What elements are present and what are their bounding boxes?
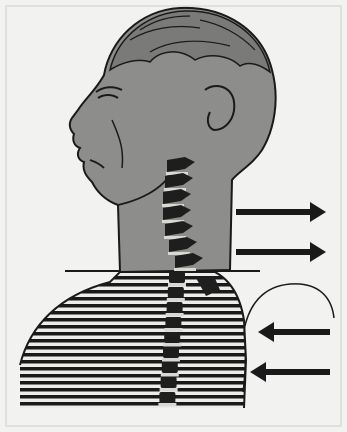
thoracic-vertebra bbox=[165, 317, 181, 328]
intervertebral-disc bbox=[167, 298, 185, 302]
torso-stripe bbox=[15, 360, 255, 364]
torso bbox=[15, 272, 255, 413]
intervertebral-disc bbox=[168, 283, 186, 287]
torso-stripe bbox=[15, 402, 255, 406]
torso-stripe bbox=[15, 388, 255, 392]
intervertebral-disc bbox=[162, 358, 180, 362]
torso-stripe bbox=[15, 353, 255, 357]
torso-stripe bbox=[15, 395, 255, 399]
torso-stripe bbox=[15, 304, 255, 308]
thoracic-vertebra bbox=[163, 347, 179, 358]
torso-stripe bbox=[15, 409, 255, 413]
thoracic-vertebra bbox=[169, 272, 185, 283]
intervertebral-disc bbox=[174, 268, 196, 271]
torso-stripe bbox=[15, 374, 255, 378]
intervertebral-disc bbox=[163, 343, 181, 347]
arrow-right bbox=[236, 202, 326, 222]
torso-stripe bbox=[15, 367, 255, 371]
thoracic-vertebra bbox=[161, 377, 177, 388]
torso-stripe bbox=[15, 297, 255, 301]
thoracic-vertebra bbox=[168, 287, 184, 298]
torso-stripe bbox=[15, 276, 255, 280]
intervertebral-disc bbox=[164, 328, 182, 332]
thoracic-vertebra bbox=[164, 332, 180, 343]
torso-stripe bbox=[15, 290, 255, 294]
torso-stripe bbox=[15, 332, 255, 336]
back-curve-line bbox=[244, 284, 334, 330]
torso-stripe bbox=[15, 339, 255, 343]
arrow-left bbox=[250, 362, 330, 382]
thoracic-vertebra bbox=[167, 302, 183, 313]
torso-stripe bbox=[15, 283, 255, 287]
thoracic-vertebra bbox=[159, 392, 175, 403]
intervertebral-disc bbox=[158, 403, 176, 407]
torso-stripe bbox=[15, 346, 255, 350]
torso-stripe bbox=[15, 325, 255, 329]
intervertebral-disc bbox=[160, 388, 178, 392]
intervertebral-disc bbox=[166, 313, 184, 317]
arrow-left bbox=[258, 322, 330, 342]
arrows bbox=[236, 202, 330, 382]
thoracic-vertebra bbox=[162, 362, 178, 373]
torso-stripe bbox=[15, 381, 255, 385]
torso-stripe bbox=[15, 318, 255, 322]
intervertebral-disc bbox=[161, 373, 179, 377]
arrow-right bbox=[236, 242, 326, 262]
